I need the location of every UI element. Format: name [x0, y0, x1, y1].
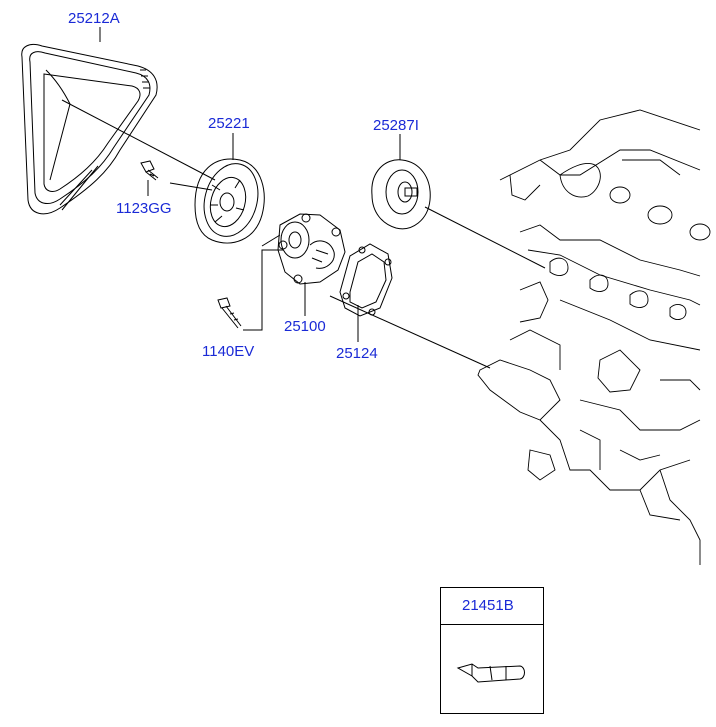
- inset-divider: [441, 624, 543, 625]
- label-bolt-1140ev[interactable]: 1140EV: [202, 343, 255, 360]
- gasket[interactable]: [339, 243, 393, 317]
- bolt-1140ev[interactable]: [217, 297, 242, 329]
- label-belt[interactable]: 25212A: [68, 10, 120, 27]
- idler-pulley-25287i[interactable]: [371, 159, 431, 230]
- label-idler-pulley-25287i[interactable]: 25287I: [373, 117, 419, 134]
- label-idler-pulley-25221[interactable]: 25221: [208, 115, 250, 132]
- label-gasket[interactable]: 25124: [336, 345, 378, 362]
- sealant-tube[interactable]: [456, 663, 525, 683]
- engine-block: [477, 109, 711, 565]
- label-water-pump[interactable]: 25100: [284, 318, 326, 335]
- leader-lines: [61, 27, 546, 369]
- idler-pulley-25221[interactable]: [194, 158, 266, 244]
- drive-belt[interactable]: [21, 43, 158, 215]
- label-sealant[interactable]: 21451B: [462, 597, 514, 614]
- label-bolt-1123gg[interactable]: 1123GG: [116, 200, 172, 217]
- bolt-1123gg[interactable]: [140, 160, 159, 181]
- inset-box: [440, 587, 544, 714]
- water-pump[interactable]: [277, 213, 346, 285]
